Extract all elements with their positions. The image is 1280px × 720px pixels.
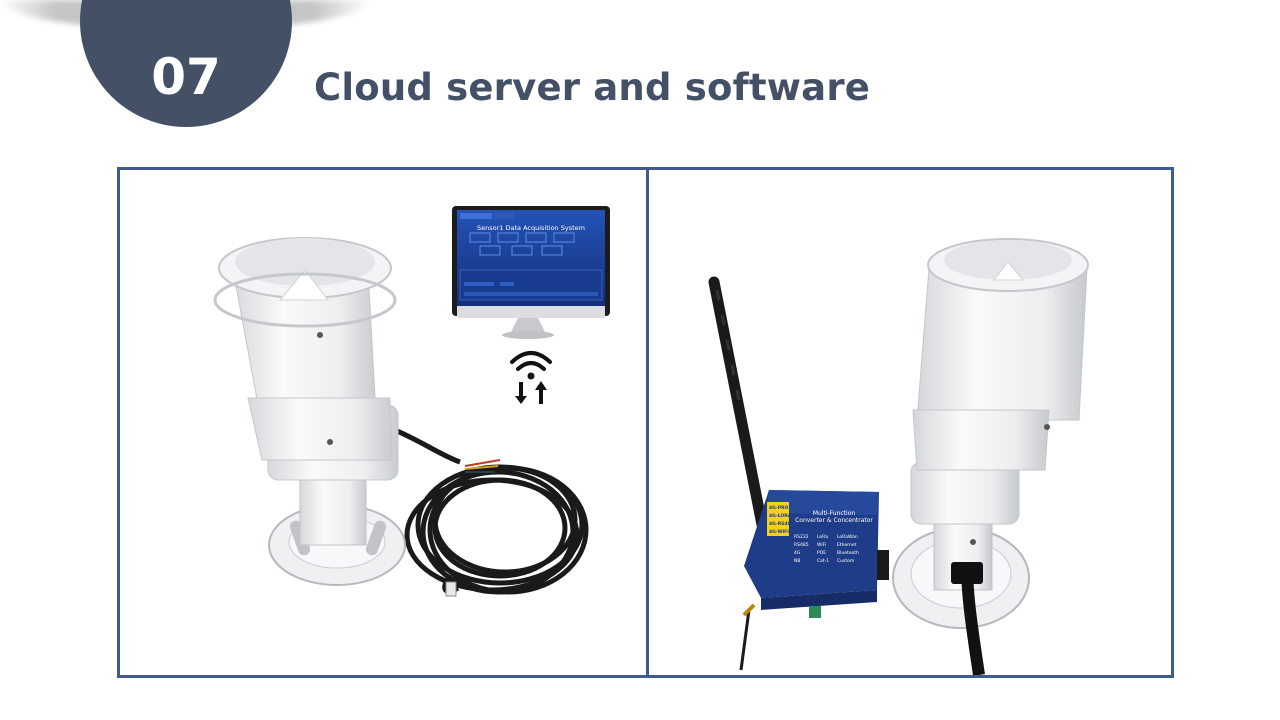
tag-3: 4G-WIFI [769,529,789,535]
sensor-band-right [912,409,1050,471]
option-0: RS232 [794,534,809,540]
right-image-panel: 4G-PRO 4G-LORA 4G-RS485 4G-WIFI Multi-Fu… [646,167,1174,678]
option-5: Ethernet [837,542,857,548]
monitor [452,206,610,339]
converter-device [739,490,889,671]
option-3: RS485 [794,542,809,548]
option-4: WiFi [817,542,826,548]
cable-label-tag [445,581,457,597]
option-10: Cat-1 [817,558,829,564]
screen-title: Sensor1 Data Acquisition System [477,224,585,232]
wireless-transmit-icon [510,351,552,404]
cable-wires [464,459,501,473]
option-2: LoRaWan [837,534,858,540]
converter-label-line1: Multi-Function [813,510,856,517]
sensor-cone [278,269,330,301]
option-11: Custom [837,558,854,564]
sensor-lower-ring-right [910,461,1020,525]
option-6: 4G [794,550,801,556]
left-image-panel: Sensor1 Data Acquisition System [117,167,649,678]
tag-1: 4G-LORA [769,513,792,519]
sensor-band [247,397,393,461]
converter-tags: 4G-PRO 4G-LORA 4G-RS485 4G-WIFI [767,502,794,536]
option-1: LoRa [817,534,828,540]
sensor-pole [299,469,367,546]
tag-0: 4G-PRO [769,505,788,511]
section-number: 07 [151,48,221,106]
tag-2: 4G-RS485 [769,521,794,527]
slide-title: Cloud server and software [314,66,871,109]
cable-coil [389,425,589,595]
option-9: NB [794,558,800,564]
sensor-with-monitor-illustration: Sensor1 Data Acquisition System [213,206,610,597]
converter-options: RS232 LoRa LoRaWan RS485 WiFi Ethernet 4… [794,534,859,564]
option-8: Bluetooth [837,550,859,556]
option-7: POE [817,550,826,556]
converter-label-line2: Converter & Concentrator [795,517,873,524]
sensor-with-converter-illustration: 4G-PRO 4G-LORA 4G-RS485 4G-WIFI Multi-Fu… [708,238,1089,675]
